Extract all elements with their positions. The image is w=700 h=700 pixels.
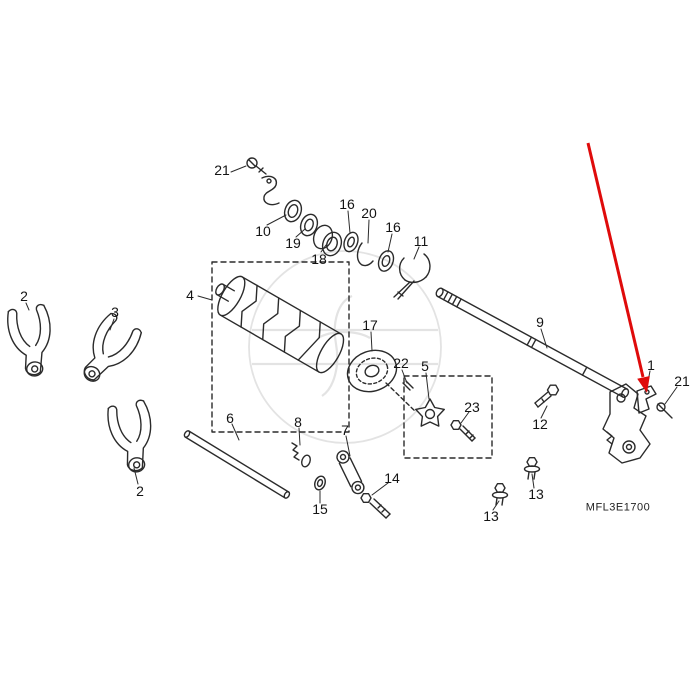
leader-lines	[25, 165, 678, 511]
part-label-20: 20	[361, 205, 377, 221]
part-label-13-left: 13	[483, 508, 499, 524]
part-16-washer-a	[343, 231, 359, 253]
part-label-6: 6	[226, 410, 234, 426]
part-2-shift-fork-left	[4, 302, 60, 380]
part-label-5: 5	[421, 358, 429, 374]
part-21-screw-right	[656, 402, 673, 419]
part-2-shift-fork-bottom	[104, 398, 162, 477]
dashed-box-shift-drum	[211, 261, 350, 433]
part-label-8: 8	[294, 414, 302, 430]
part-label-3: 3	[111, 304, 119, 320]
part-21-stopper-plate	[261, 175, 280, 206]
part-23-screw	[450, 420, 476, 442]
part-8-spring-collar	[291, 442, 311, 468]
part-4-shift-drum	[215, 275, 345, 374]
part-label-21-top-left: 21	[214, 162, 230, 178]
watermark-logo	[248, 250, 442, 444]
part-15-washer	[314, 475, 326, 491]
part-18-bearing	[312, 224, 343, 257]
exploded-parts-group	[4, 157, 678, 519]
part-17-cam-plate	[346, 349, 398, 393]
part-label-12: 12	[532, 416, 548, 432]
part-21-screw-top-left	[246, 157, 267, 175]
part-label-11: 11	[413, 233, 429, 249]
part-16-washer-b	[377, 250, 395, 272]
part-label-2-bottom: 2	[136, 483, 144, 499]
part-label-10: 10	[255, 223, 271, 239]
part-label-4: 4	[186, 287, 194, 303]
part-label-19: 19	[285, 235, 301, 251]
part-13-bolt-left	[491, 483, 509, 506]
part-14-bolt	[360, 493, 391, 519]
part-label-2-left: 2	[20, 288, 28, 304]
highlight-arrowhead	[637, 376, 650, 393]
part-label-22: 22	[393, 355, 409, 371]
part-10-bearing	[283, 199, 303, 223]
diagram-code: MFL3E1700	[585, 501, 651, 514]
part-label-7: 7	[341, 422, 349, 438]
part-20-circlip	[356, 242, 374, 267]
part-label-16-a: 16	[339, 196, 355, 212]
part-3-shift-fork	[71, 310, 146, 393]
part-6-fork-shaft	[183, 430, 291, 499]
part-9-fork-shaft	[435, 287, 630, 399]
part-5-star-cam	[415, 398, 445, 427]
part-19-bearing	[299, 213, 319, 237]
part-12-bolt	[534, 384, 560, 408]
highlight-arrow	[586, 142, 650, 393]
part-label-16-b: 16	[385, 219, 401, 235]
part-label-13-right: 13	[528, 486, 544, 502]
part-label-17: 17	[362, 317, 378, 333]
part-label-15: 15	[312, 501, 328, 517]
part-13-bolt-right	[523, 457, 541, 480]
dashed-box-star-cam	[403, 375, 493, 459]
part-22-pin	[402, 380, 414, 391]
part-11-fork-arm	[393, 253, 431, 300]
part-label-18: 18	[311, 251, 327, 267]
part-label-23: 23	[464, 399, 480, 415]
part-label-9: 9	[536, 314, 544, 330]
part-7-link-arm	[336, 450, 365, 495]
part-label-21-right: 21	[674, 373, 690, 389]
dashed-connector	[385, 382, 417, 413]
part-label-14: 14	[384, 470, 400, 486]
part-label-1: 1	[647, 357, 655, 373]
